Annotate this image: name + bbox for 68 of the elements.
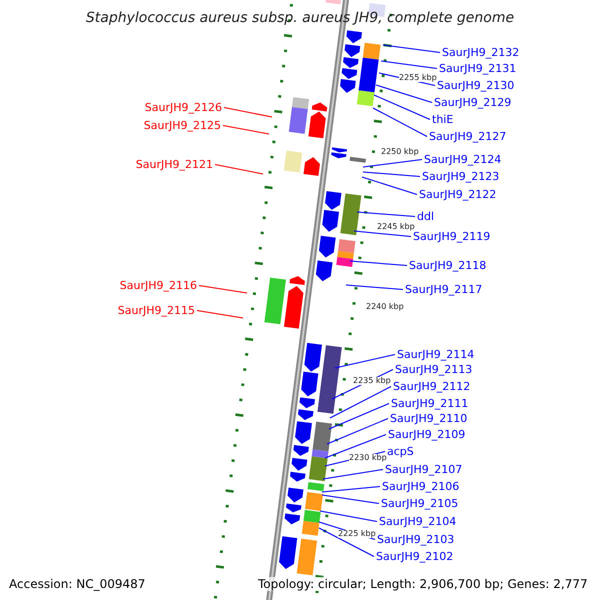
gene-label: SaurJH9_2124 (424, 154, 502, 165)
scale-label: 2225 kbp (338, 530, 376, 538)
gene-label: SaurJH9_2106 (382, 481, 460, 492)
scale-label: 2255 kbp (399, 74, 437, 82)
gene-label: SaurJH9_2111 (391, 398, 468, 409)
gene-label: SaurJH9_2122 (419, 189, 496, 200)
leader-line (322, 486, 380, 492)
gene-label: ddl (417, 211, 434, 222)
gene-label: SaurJH9_2114 (397, 349, 474, 360)
leader-line (372, 108, 428, 137)
gene-label: SaurJH9_2109 (388, 429, 466, 440)
gene-label: acpS (387, 446, 414, 457)
scale-label: 2245 kbp (377, 223, 415, 231)
gene-label: SaurJH9_2112 (393, 381, 470, 392)
leader-line (334, 354, 396, 368)
leader-line (374, 94, 430, 120)
leader-line (330, 386, 392, 418)
gene-label: SaurJH9_2113 (395, 364, 472, 375)
leader-line (224, 107, 272, 118)
gene-label: SaurJH9_2115 (118, 305, 195, 316)
leader-line (356, 212, 416, 217)
gene-label: SaurJH9_2103 (377, 534, 454, 545)
leader-line (380, 60, 438, 69)
gene-label: SaurJH9_2102 (376, 551, 454, 562)
scale-label: 2250 kbp (381, 148, 419, 156)
leader-line (376, 84, 432, 103)
gene-label: SaurJH9_2129 (434, 97, 512, 108)
leader-line (322, 469, 384, 480)
title: Staphylococcus aureus subsp. aureus JH9, complete genome (84, 11, 516, 25)
gene-label: SaurJH9_2127 (429, 131, 506, 142)
gene-label: SaurJH9_2117 (405, 284, 482, 295)
gene-label: SaurJH9_2132 (442, 47, 520, 58)
leader-line (318, 528, 374, 557)
gene-label: SaurJH9_2123 (422, 171, 500, 182)
gene-label: SaurJH9_2116 (120, 280, 197, 291)
leader-line (354, 230, 412, 237)
gene-label: SaurJH9_2104 (379, 516, 456, 527)
leader-line (322, 494, 380, 504)
leader-line (362, 159, 422, 168)
gene-label: SaurJH9_2126 (144, 102, 222, 113)
gene-label: SaurJH9_2130 (437, 80, 514, 91)
scale-label: 2240 kbp (366, 303, 404, 311)
leader-line (198, 285, 248, 294)
gene-label: SaurJH9_2121 (136, 159, 213, 170)
gene-label: thiE (432, 114, 454, 125)
gene-label: SaurJH9_2107 (385, 464, 462, 475)
gene-label: SaurJH9_2110 (390, 413, 468, 424)
leader-line (350, 260, 408, 266)
gene-label: SaurJH9_2118 (409, 260, 486, 271)
gene-label: SaurJH9_2105 (381, 498, 458, 509)
scale-label: 2230 kbp (349, 454, 387, 462)
leader-line (362, 176, 418, 195)
leader-line (362, 172, 420, 177)
genome-summary-text: Topology: circular; Length: 2,906,700 bp; Genes: 2,777 (258, 577, 588, 591)
accession-text: Accession: NC_009487 (9, 577, 146, 591)
leader-line (222, 125, 270, 134)
leader-line (196, 310, 244, 318)
leader-line (326, 418, 388, 444)
gene-label: SaurJH9_2131 (439, 63, 516, 74)
leader-line (346, 284, 404, 290)
leader-line (328, 403, 390, 430)
scale-label: 2235 kbp (353, 377, 391, 385)
gene-label: SaurJH9_2119 (413, 231, 490, 242)
leader-line (382, 44, 440, 53)
leader-line (214, 164, 264, 174)
leader-line (320, 510, 378, 522)
gene-label: SaurJH9_2125 (144, 120, 221, 131)
leader-line (324, 434, 386, 458)
